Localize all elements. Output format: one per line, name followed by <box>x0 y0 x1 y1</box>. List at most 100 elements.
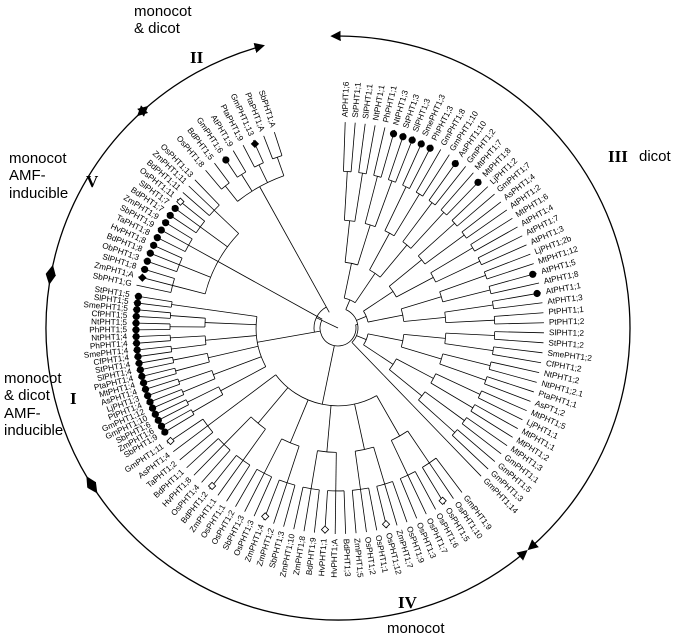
branch <box>474 226 518 252</box>
clade-I-line-1: monocot <box>4 370 62 387</box>
amf-inducible-marker <box>141 265 149 274</box>
branch <box>430 247 473 274</box>
branch <box>384 483 398 526</box>
tip-label: SlPHT1;2 <box>549 328 585 338</box>
branch <box>393 193 420 237</box>
amf-inducible-marker <box>138 372 146 380</box>
branch <box>373 447 386 485</box>
branch <box>484 383 531 402</box>
amf-inducible-marker <box>132 312 140 321</box>
tip-label: ZmPHT1;5 <box>352 538 364 579</box>
amf-inducible-marker <box>417 140 425 148</box>
branch <box>335 452 337 491</box>
clade-root-branch <box>259 186 330 313</box>
branch <box>363 344 394 365</box>
branch <box>192 394 224 413</box>
open-diamond-marker <box>176 197 185 206</box>
tip-label: HvPHT1;1 <box>317 538 328 577</box>
open-diamond-marker <box>166 436 175 446</box>
amf-inducible-marker <box>171 204 179 213</box>
branch <box>344 220 351 263</box>
branch <box>439 275 486 293</box>
branch <box>263 438 283 474</box>
branch <box>238 374 276 404</box>
amf-inducible-marker <box>135 359 143 367</box>
branch <box>367 314 403 323</box>
root-arc <box>319 320 335 347</box>
branch <box>257 387 289 424</box>
tip-label: BdPHT1;3 <box>342 539 352 578</box>
open-diamond-marker <box>381 520 391 529</box>
branch <box>313 489 320 533</box>
clade-arcs <box>45 30 631 621</box>
branch <box>173 425 208 453</box>
branch-arc <box>170 278 175 293</box>
clade-IV-description: monocot <box>387 620 445 637</box>
branch <box>493 346 543 354</box>
amf-inducible-marker <box>151 410 159 418</box>
branch <box>484 253 531 273</box>
clade-II-numeral: II <box>190 48 204 67</box>
branch <box>486 376 534 393</box>
branch <box>424 234 465 265</box>
branch <box>357 224 371 266</box>
branch <box>205 335 257 341</box>
branch <box>439 363 486 381</box>
branch <box>396 358 434 379</box>
amf-inducible-marker <box>141 385 150 393</box>
branch <box>213 356 262 376</box>
open-diamond-marker <box>261 512 270 521</box>
branch <box>402 202 433 242</box>
branch <box>445 319 495 324</box>
clade-I-numeral: I <box>70 389 77 408</box>
branch <box>490 361 540 373</box>
amf-inducible-marker <box>408 136 416 144</box>
clade-arc <box>330 30 631 551</box>
branch <box>253 476 273 517</box>
branch <box>354 404 365 450</box>
amf-inducible-marker <box>166 211 174 220</box>
clade-root-branch <box>217 261 323 320</box>
tip-label: NtPHT1;5 <box>91 317 128 327</box>
branch <box>136 284 171 293</box>
amf-inducible-marker <box>132 332 140 341</box>
branch <box>289 399 309 443</box>
tip-label: PtPHT1;1 <box>548 305 585 317</box>
tip-label: CfPHT1;5 <box>91 309 128 320</box>
branch <box>494 338 544 344</box>
filled-diamond-marker <box>250 139 260 149</box>
branch <box>481 244 527 266</box>
branch <box>365 125 376 174</box>
clade-V-line-1: monocot <box>9 150 67 167</box>
clade-I-line-2: & dicot <box>4 387 50 405</box>
clade-II-line-2: & dicot <box>134 20 180 38</box>
clade-I-line-4: inducible <box>4 421 64 439</box>
branch-arc <box>237 171 247 178</box>
branch <box>415 149 442 193</box>
tree-branches <box>132 122 544 534</box>
branch <box>182 378 216 393</box>
branch <box>442 289 491 303</box>
branch <box>172 285 206 295</box>
branch <box>170 315 206 319</box>
tip-label: SlPHT1;5 <box>93 293 129 306</box>
branch <box>374 180 393 227</box>
amf-inducible-marker <box>161 428 169 436</box>
branch <box>373 127 386 176</box>
clade-II-line-1: monocot <box>134 3 192 20</box>
branch <box>242 144 255 168</box>
branch <box>182 192 210 216</box>
branch-arc <box>204 233 239 294</box>
clade-root-branch <box>257 330 321 343</box>
branch <box>492 354 542 364</box>
branch <box>384 186 407 231</box>
amf-inducible-marker <box>133 299 142 307</box>
branch <box>403 333 446 339</box>
amf-inducible-marker <box>146 398 154 406</box>
branch <box>213 209 239 234</box>
clade-V-line-2: AMF- <box>9 167 46 185</box>
branch <box>217 460 244 496</box>
tip-label: HvPHT1;A <box>330 538 340 577</box>
branch <box>205 322 257 326</box>
